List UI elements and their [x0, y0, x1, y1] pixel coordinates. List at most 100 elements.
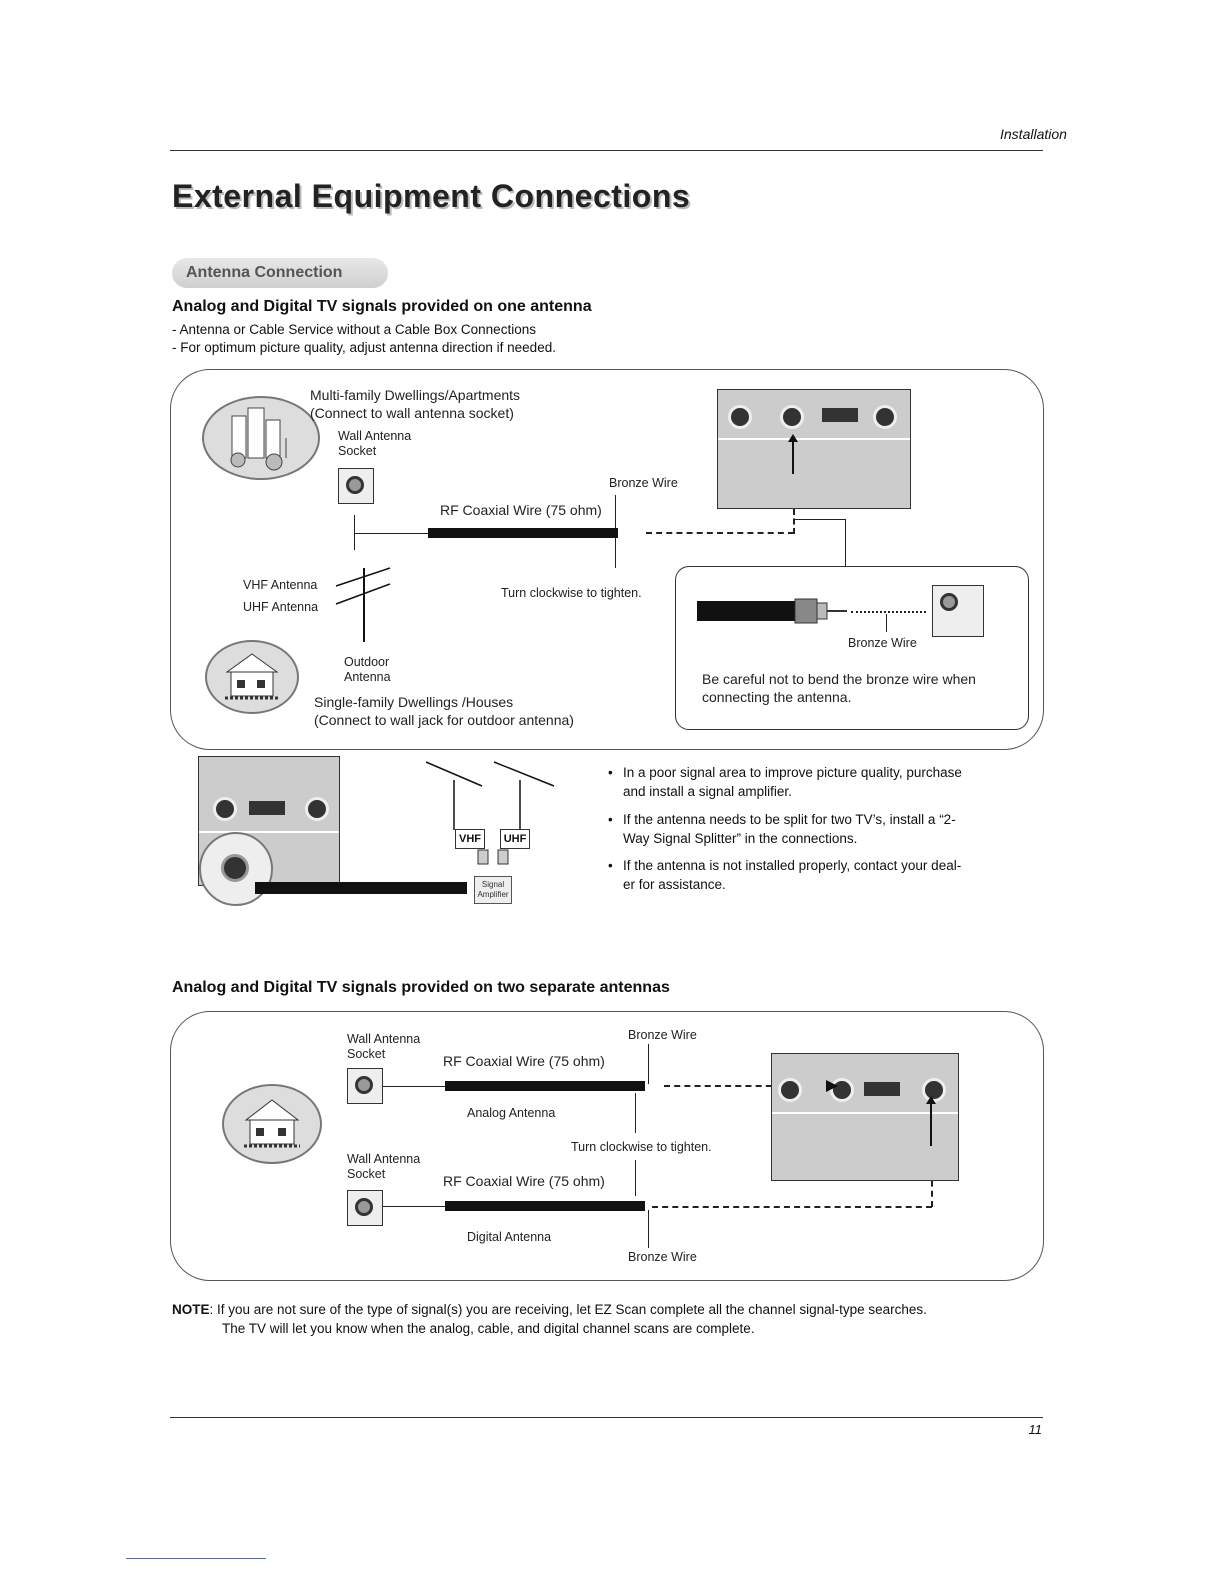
rf-coaxial-bottom-label: RF Coaxial Wire (75 ohm) — [443, 1173, 605, 1189]
right-arrow-icon — [826, 1080, 838, 1092]
turn-clockwise-label: Turn clockwise to tighten. — [501, 586, 642, 600]
analog-cable — [445, 1081, 645, 1091]
wall-antenna-a-label: Wall Antenna — [347, 1032, 421, 1046]
inset-bronze-label: Bronze Wire — [848, 636, 917, 650]
note: NOTE: If you are not sure of the type of… — [172, 1300, 1052, 1338]
apartment-building-icon — [202, 396, 320, 480]
amplifier-label-1: Signal — [481, 880, 505, 889]
cable-jack-icon — [922, 1078, 946, 1102]
tip-2-line-2: Way Signal Splitter” in the connections. — [623, 831, 858, 846]
dvi-port-icon — [822, 408, 858, 422]
vhf-uhf-antennas-icon — [425, 761, 555, 830]
bronze-wire-top-label: Bronze Wire — [628, 1028, 697, 1042]
turn-clockwise-label-2: Turn clockwise to tighten. — [571, 1140, 712, 1154]
house-icon — [222, 1084, 322, 1164]
antenna-jack-icon — [830, 1078, 854, 1102]
antenna-input-zoom-icon — [199, 832, 273, 906]
rf-coaxial-cable — [428, 528, 618, 538]
dvi-port-icon — [249, 801, 285, 815]
single-family-label: Single-family Dwellings /Houses — [314, 694, 514, 710]
section-label: Installation — [1000, 126, 1067, 142]
up-arrow-icon — [926, 1096, 936, 1146]
inset-socket-icon — [932, 585, 984, 637]
note-label: NOTE — [172, 1302, 210, 1317]
header-rule — [170, 150, 1043, 151]
wall-antenna-b-label: Wall Antenna — [347, 1152, 421, 1166]
cable-jack-icon — [873, 405, 897, 429]
outdoor-antenna-label: Outdoor — [344, 655, 390, 669]
section1-bullet-1: - Antenna or Cable Service without a Cab… — [172, 322, 536, 337]
amplifier-label-2: Amplifier — [477, 890, 509, 899]
tip-3-line-2: er for assistance. — [623, 877, 726, 892]
tip-1-line-1: In a poor signal area to improve picture… — [623, 765, 962, 780]
splitter-plugs-icon — [477, 849, 509, 865]
analog-leader — [635, 1093, 636, 1133]
bronze-top-leader — [648, 1044, 649, 1084]
note-line-1: : If you are not sure of the type of sig… — [209, 1302, 927, 1317]
digital-to-tv-dashes — [652, 1206, 932, 1208]
inset-connector-h — [793, 519, 845, 520]
caution-line-1: Be careful not to bend the bronze wire w… — [702, 671, 976, 687]
wall-antenna-a-socket-label: Socket — [347, 1047, 386, 1061]
tv-drop-dashes — [793, 490, 795, 534]
section1-bullet-2: - For optimum picture quality, adjust an… — [172, 340, 556, 355]
inset-dotted-line — [851, 611, 926, 613]
multi-family-label: Multi-family Dwellings/Apartments — [310, 387, 521, 403]
analog-antenna-label: Analog Antenna — [467, 1106, 556, 1120]
section1-heading: Analog and Digital TV signals provided o… — [172, 298, 592, 315]
digital-leader — [635, 1160, 636, 1196]
tip-1-line-2: and install a signal amplifier. — [623, 784, 792, 799]
inset-bronze-leader — [886, 614, 887, 632]
antenna-jack-icon — [780, 405, 804, 429]
section2-heading: Analog and Digital TV signals provided o… — [172, 979, 670, 996]
note-line-2: The TV will let you know when the analog… — [222, 1321, 755, 1336]
bronze-wire-label: Bronze Wire — [609, 476, 678, 490]
jack-icon — [778, 1078, 802, 1102]
s-video-jack-icon — [728, 405, 752, 429]
tip-3: • If the antenna is not installed proper… — [608, 858, 962, 892]
wall-socket-icon — [338, 468, 374, 504]
digital-antenna-label: Digital Antenna — [467, 1230, 552, 1244]
rf-coaxial-top-label: RF Coaxial Wire (75 ohm) — [443, 1053, 605, 1069]
rf-coaxial-label: RF Coaxial Wire (75 ohm) — [440, 502, 602, 518]
bronze-bottom-leader — [648, 1210, 649, 1248]
uhf-antenna-label: UHF Antenna — [243, 600, 319, 614]
bronze-leader-line — [615, 495, 616, 535]
inset-connector-v — [845, 519, 846, 567]
wall-socket-icon — [347, 1190, 383, 1226]
vhf-antenna-label: VHF Antenna — [243, 578, 318, 592]
footer-link-underline — [126, 1558, 266, 1559]
bronze-wire-bottom-label: Bronze Wire — [628, 1250, 697, 1264]
socket-to-cable-line — [354, 533, 434, 534]
wall-antenna-socket-label: Socket — [338, 444, 377, 458]
socket-b-line — [383, 1206, 447, 1207]
up-arrow-icon — [788, 434, 798, 474]
antenna-connection-badge: Antenna Connection — [172, 258, 388, 288]
signal-amplifier-box: Signal Amplifier — [474, 876, 512, 904]
footer-rule — [170, 1417, 1043, 1418]
tv-back-panel-2 — [771, 1053, 959, 1181]
jack-icon — [305, 797, 329, 821]
outdoor-antenna-label-2: Antenna — [344, 670, 391, 684]
outdoor-antenna-icon — [335, 567, 391, 642]
jack-icon — [213, 797, 237, 821]
socket-a-line — [383, 1086, 447, 1087]
house-icon — [205, 640, 299, 714]
page-title: External Equipment Connections — [172, 178, 691, 214]
splitter-cable — [255, 882, 467, 894]
coax-plug-icon — [794, 598, 847, 624]
inset-cable — [697, 601, 797, 621]
cable-turn-leader — [615, 538, 616, 568]
dvi-port-icon — [864, 1082, 900, 1096]
uhf-tag: UHF — [500, 829, 530, 849]
digital-cable — [445, 1201, 645, 1211]
socket-drop-line — [354, 515, 355, 550]
wall-antenna-label: Wall Antenna — [338, 429, 412, 443]
tip-2: • If the antenna needs to be split for t… — [608, 812, 956, 846]
page-number: 11 — [1028, 1422, 1043, 1437]
tip-3-line-1: If the antenna is not installed properly… — [623, 858, 962, 873]
single-family-sub-label: (Connect to wall jack for outdoor antenn… — [314, 712, 574, 728]
wall-socket-icon — [347, 1068, 383, 1104]
wall-antenna-b-socket-label: Socket — [347, 1167, 386, 1181]
caution-line-2: connecting the antenna. — [702, 689, 852, 705]
